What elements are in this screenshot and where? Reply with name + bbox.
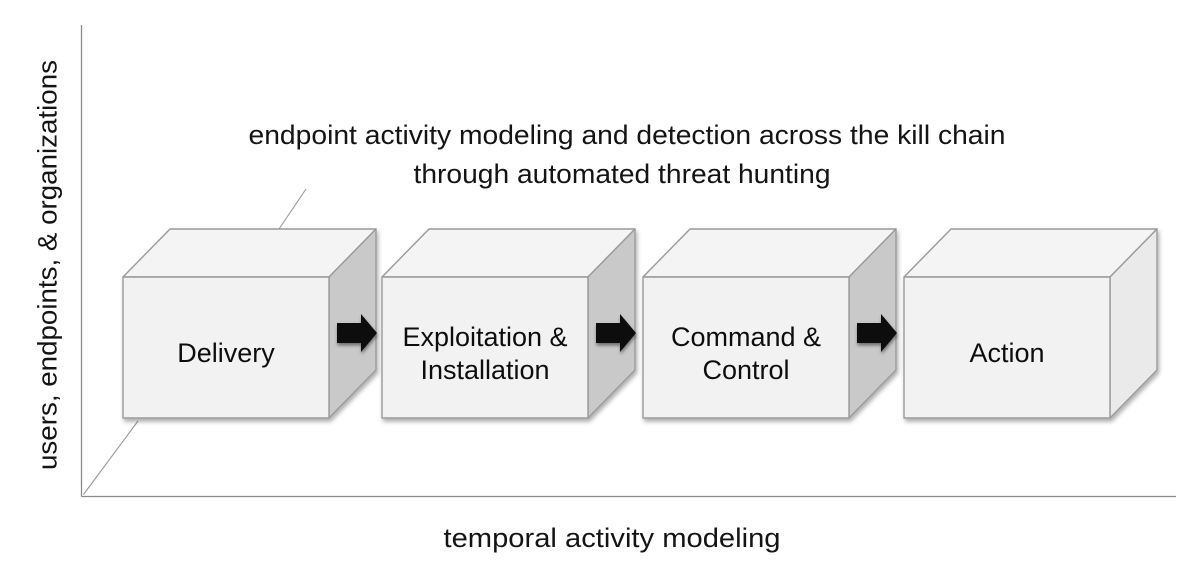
stage-box-exploitation-installation: Exploitation & Installation [381,228,636,419]
stage-label: Delivery [177,338,275,368]
box-front-face [642,276,850,419]
flow-arrow-icon [596,314,636,352]
box-front-face [903,276,1111,419]
title-leader-line [276,188,307,233]
box-front-face [122,276,330,419]
stage-label-line-2: Installation [420,355,549,385]
stage-box-delivery: Delivery [122,228,377,419]
flow-arrow-icon [337,314,377,352]
stage-label: Action [969,338,1044,368]
stage-label-line-1: Exploitation & [402,322,567,352]
title-line-2: through automated threat hunting [414,159,831,189]
diagram-title: endpoint activity modeling and detection… [249,120,1006,189]
x-axis-label: temporal activity modeling [444,523,781,553]
y-axis-label: users, endpoints, & organizations [33,60,63,470]
title-line-1: endpoint activity modeling and detection… [249,120,1006,150]
stage-label-line-1: Command & [671,322,821,352]
origin-depth-line [83,420,139,495]
flow-arrow-icon [857,314,897,352]
stage-label-line-2: Control [702,355,789,385]
stage-box-action: Action [903,228,1158,419]
box-front-face [381,276,589,419]
